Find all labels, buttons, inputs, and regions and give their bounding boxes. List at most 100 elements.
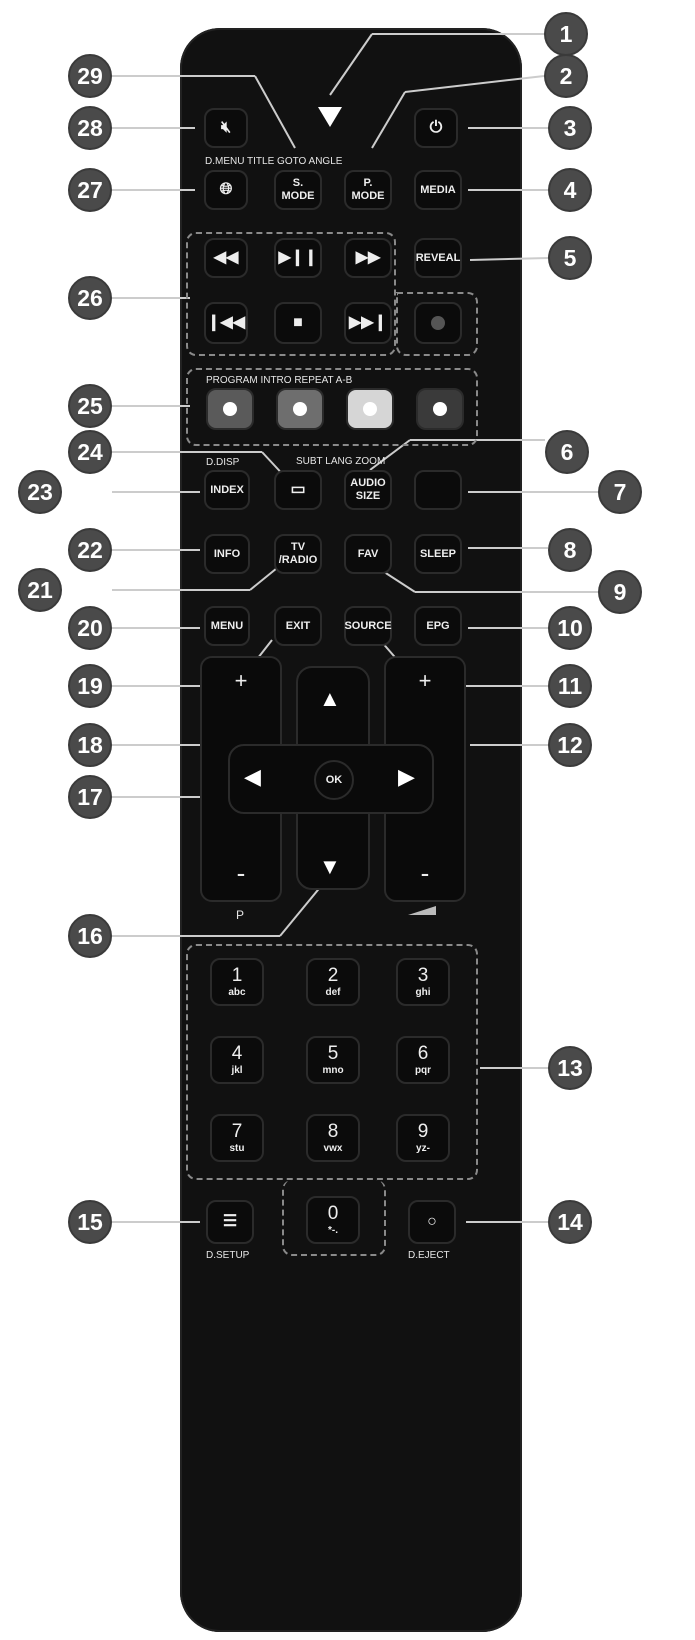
callout-8: 8 <box>548 528 592 572</box>
key-8-letters: vwx <box>323 1142 343 1154</box>
play-pause-icon: ▶❙❙ <box>278 249 318 266</box>
callout-16: 16 <box>68 914 112 958</box>
dpad-down-button[interactable]: ▼ <box>319 854 341 879</box>
callout-29: 29 <box>68 54 112 98</box>
fast-forward-button[interactable]: ▶▶ <box>344 238 392 278</box>
exit-button[interactable]: EXIT <box>274 606 322 646</box>
callout-21: 21 <box>18 568 62 612</box>
eject-cycle-icon: ○ <box>427 1213 437 1230</box>
key-7-digit: 7 <box>231 1120 243 1142</box>
info-label: INFO <box>213 547 241 560</box>
source-label: SOURCE <box>344 619 392 632</box>
callout-13: 13 <box>548 1046 592 1090</box>
play-pause-button[interactable]: ▶❙❙ <box>274 238 322 278</box>
subtitle-button[interactable]: ▭ <box>274 470 322 510</box>
key-0[interactable]: 0*-. <box>306 1196 360 1244</box>
rewind-button[interactable]: ◀◀ <box>204 238 248 278</box>
key-8-digit: 8 <box>327 1120 339 1142</box>
callout-9: 9 <box>598 570 642 614</box>
key-4-digit: 4 <box>231 1042 243 1064</box>
next-icon: ▶▶❙ <box>348 314 387 331</box>
next-button[interactable]: ▶▶❙ <box>344 302 392 344</box>
fav-button[interactable]: FAV <box>344 534 392 574</box>
sleep-button[interactable]: SLEEP <box>414 534 462 574</box>
stop-button[interactable]: ■ <box>274 302 322 344</box>
callout-5: 5 <box>548 236 592 280</box>
callout-22: 22 <box>68 528 112 572</box>
epg-button[interactable]: EPG <box>414 606 462 646</box>
volume-up-button[interactable]: + <box>418 668 432 693</box>
p-mode-label-line1: P. <box>363 177 373 189</box>
sleep-label: SLEEP <box>419 547 457 560</box>
index-button[interactable]: INDEX <box>204 470 250 510</box>
green-button[interactable] <box>276 388 324 430</box>
source-button[interactable]: SOURCE <box>344 606 392 646</box>
key-9-letters: yz- <box>416 1142 430 1154</box>
key-5-digit: 5 <box>327 1042 339 1064</box>
key-9-digit: 9 <box>417 1120 429 1142</box>
tv-radio-button[interactable]: TV /RADIO <box>274 534 322 574</box>
key-4-letters: jkl <box>231 1064 243 1076</box>
fav-label: FAV <box>357 547 379 560</box>
media-label: MEDIA <box>420 183 456 196</box>
s-mode-button[interactable]: S. MODE <box>274 170 322 210</box>
blank-button[interactable] <box>414 470 462 510</box>
dpad-right-button[interactable]: ▶ <box>398 764 415 789</box>
callout-18: 18 <box>68 723 112 767</box>
callout-25: 25 <box>68 384 112 428</box>
s-mode-label-line1: S. <box>292 177 304 189</box>
media-button[interactable]: MEDIA <box>414 170 462 210</box>
d-eject-button[interactable]: ○ <box>408 1200 456 1244</box>
power-button[interactable]: ⏻ <box>414 108 458 148</box>
dpad-left-button[interactable]: ◀ <box>244 764 261 789</box>
volume-ramp-icon <box>408 906 436 915</box>
volume-down-button[interactable]: - <box>420 858 430 888</box>
d-setup-button[interactable]: ☰ <box>206 1200 254 1244</box>
p-mode-button[interactable]: P. MODE <box>344 170 392 210</box>
program-row-label: PROGRAM INTRO REPEAT A-B <box>206 375 353 386</box>
subt-row-label: SUBT LANG ZOOM <box>296 456 386 467</box>
keypad-group-outline <box>186 944 478 1180</box>
key-1-digit: 1 <box>231 964 243 986</box>
leader-16b <box>279 884 323 937</box>
program-up-button[interactable]: + <box>234 668 248 693</box>
mute-button[interactable]: 🔇︎ <box>204 108 248 148</box>
key-2-digit: 2 <box>327 964 339 986</box>
internet-button[interactable]: 🌐︎ <box>204 170 248 210</box>
previous-button[interactable]: ❙◀◀ <box>204 302 248 344</box>
record-button[interactable] <box>414 302 462 344</box>
blue-button[interactable] <box>416 388 464 430</box>
program-down-button[interactable]: - <box>236 858 246 888</box>
key-6-letters: pqr <box>414 1064 432 1076</box>
reveal-label: REVEAL <box>415 251 461 264</box>
playback-group-outline-ext <box>396 292 478 356</box>
audio-size-button[interactable]: AUDIO SIZE <box>344 470 392 510</box>
reveal-button[interactable]: REVEAL <box>414 238 462 278</box>
ok-button[interactable]: OK <box>314 760 354 800</box>
callout-3: 3 <box>548 106 592 150</box>
menu-button[interactable]: MENU <box>204 606 250 646</box>
info-button[interactable]: INFO <box>204 534 250 574</box>
zero-key-outline <box>282 1180 386 1256</box>
program-label: P <box>236 908 245 922</box>
key-3-digit: 3 <box>417 964 429 986</box>
callout-28: 28 <box>68 106 112 150</box>
yellow-button[interactable] <box>346 388 394 430</box>
callout-12: 12 <box>548 723 592 767</box>
callout-2: 2 <box>544 54 588 98</box>
red-button[interactable] <box>206 388 254 430</box>
d-eject-label: D.EJECT <box>408 1250 450 1261</box>
epg-label: EPG <box>426 619 450 632</box>
p-mode-label-line2: MODE <box>351 190 385 202</box>
dpad-up-button[interactable]: ▲ <box>319 686 341 711</box>
